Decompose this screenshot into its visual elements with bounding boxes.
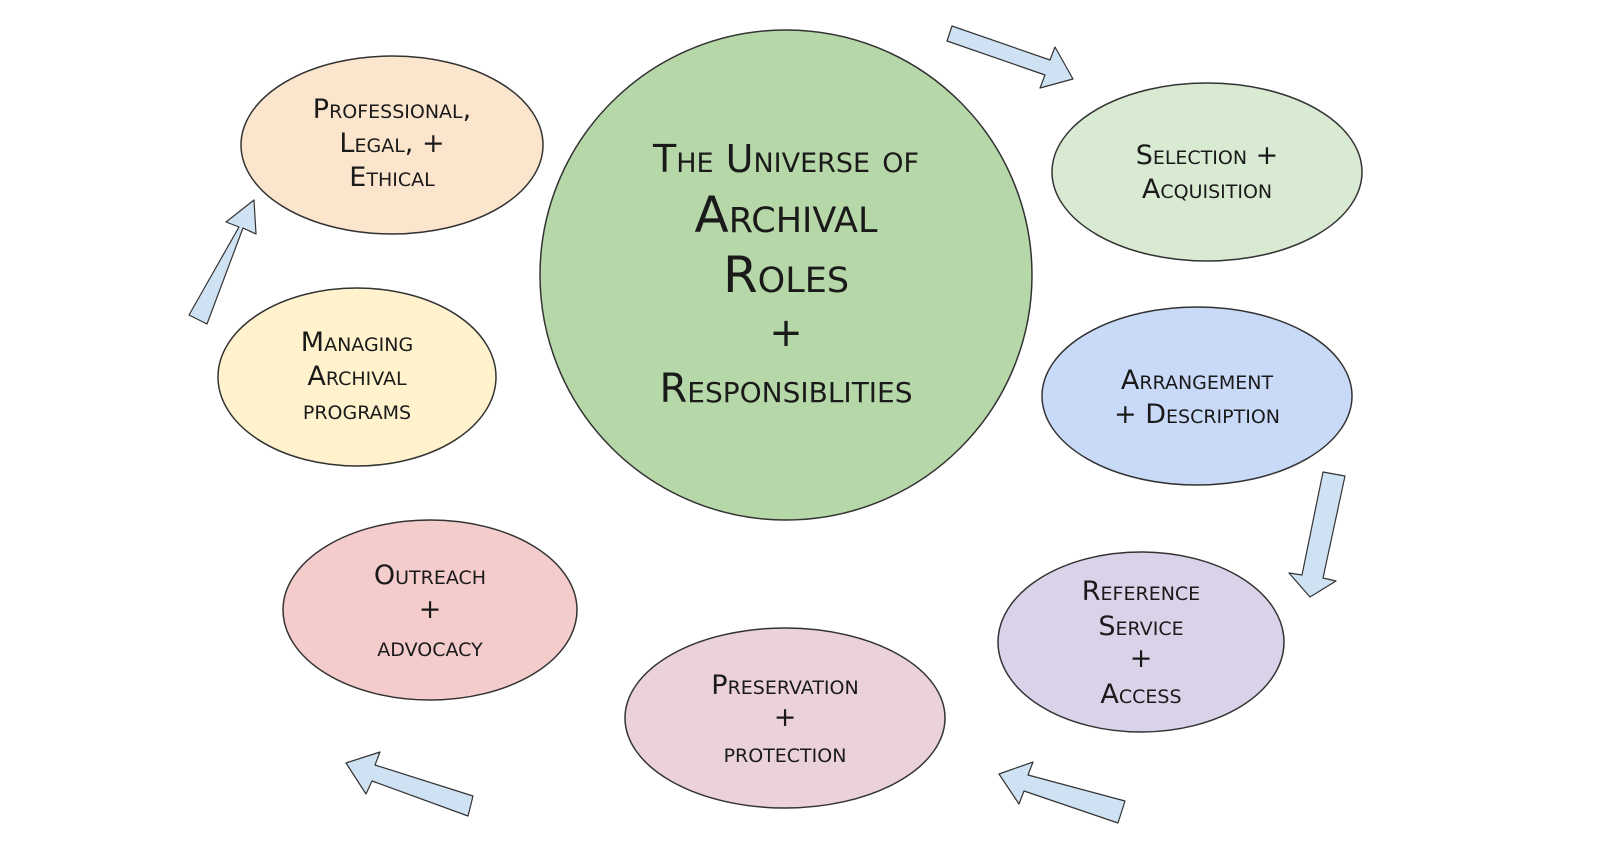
center-circle: [539, 29, 1033, 521]
arrow-preservation-to-outreach: [345, 751, 474, 817]
node-arrangement: Arrangement + Description: [1041, 306, 1353, 486]
arrow-center-to-selection: [946, 25, 1074, 89]
node-arrangement-ellipse: [1041, 306, 1353, 486]
node-managing: Managing Archival programs: [217, 287, 497, 467]
arrow-managing-to-professional: [188, 199, 257, 325]
node-preservation-line-1: Preservation: [711, 670, 858, 701]
node-professional-ellipse: [240, 55, 544, 235]
node-professional-line-1: Professional,: [313, 94, 471, 125]
node-reference: Reference Service + Access: [997, 551, 1285, 733]
node-selection-line-2: Acquisition: [1142, 174, 1272, 205]
node-reference-line-3: +: [1130, 643, 1153, 674]
node-managing-line-2: Archival: [307, 361, 407, 392]
node-reference-line-2: Service: [1098, 611, 1183, 642]
center-line-1: The Universe of: [652, 137, 919, 181]
node-managing-line-1: Managing: [301, 327, 413, 358]
node-outreach-line-2: +: [419, 594, 442, 625]
center-node: The Universe of Archival Roles + Respons…: [539, 29, 1033, 521]
node-professional-line-3: Ethical: [349, 162, 435, 193]
center-line-5: Responsiblities: [659, 366, 912, 412]
node-reference-ellipse: [997, 551, 1285, 733]
node-professional-line-2: Legal, +: [339, 128, 444, 159]
node-arrangement-line-2: + Description: [1114, 399, 1280, 430]
node-preservation-ellipse: [624, 627, 946, 809]
node-managing-line-3: programs: [303, 395, 411, 426]
node-selection-line-1: Selection +: [1136, 140, 1279, 171]
node-selection: Selection + Acquisition: [1051, 82, 1363, 262]
center-line-3: Roles: [723, 246, 849, 304]
arrow-arrangement-to-reference: [1288, 471, 1346, 598]
node-managing-ellipse: [217, 287, 497, 467]
node-outreach-ellipse: [282, 519, 578, 701]
node-preservation-line-3: protection: [724, 738, 847, 769]
center-line-2: Archival: [694, 186, 878, 244]
node-outreach: Outreach + advocacy: [282, 519, 578, 701]
node-preservation-line-2: +: [774, 702, 797, 733]
node-arrangement-line-1: Arrangement: [1121, 365, 1274, 396]
arrow-reference-to-preservation: [998, 761, 1126, 824]
node-selection-ellipse: [1051, 82, 1363, 262]
node-preservation: Preservation + protection: [624, 627, 946, 809]
node-professional: Professional, Legal, + Ethical: [240, 55, 544, 235]
node-reference-line-1: Reference: [1082, 576, 1200, 607]
node-outreach-line-1: Outreach: [374, 560, 486, 591]
node-reference-line-4: Access: [1100, 679, 1181, 710]
node-outreach-line-3: advocacy: [377, 632, 483, 663]
center-line-4: +: [769, 310, 803, 356]
